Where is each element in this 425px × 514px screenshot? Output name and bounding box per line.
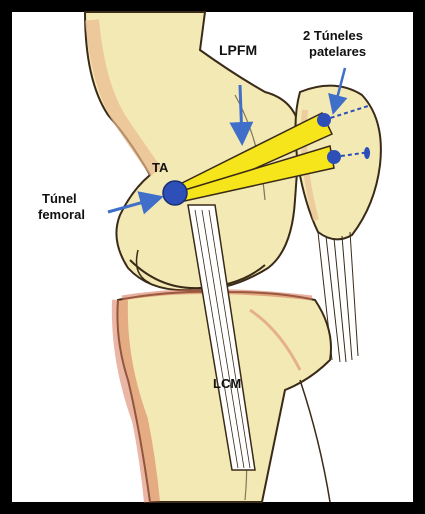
lpfm-arrow [240,85,242,140]
label-femoral-line1: Túnel [42,191,77,206]
label-tunnels-line1: 2 Túneles [303,28,363,43]
label-tunnels-line2: patelares [309,44,366,59]
femoral-tunnel-marker [163,181,187,205]
label-lcm: LCM [213,376,241,391]
patellar-tunnel-upper [317,113,331,127]
label-femoral-line2: femoral [38,207,85,222]
patellar-tunnel-exit [364,147,370,159]
label-lpfm: LPFM [219,42,257,58]
label-ta: TA [152,160,169,175]
patellar-tunnel-lower [327,150,341,164]
